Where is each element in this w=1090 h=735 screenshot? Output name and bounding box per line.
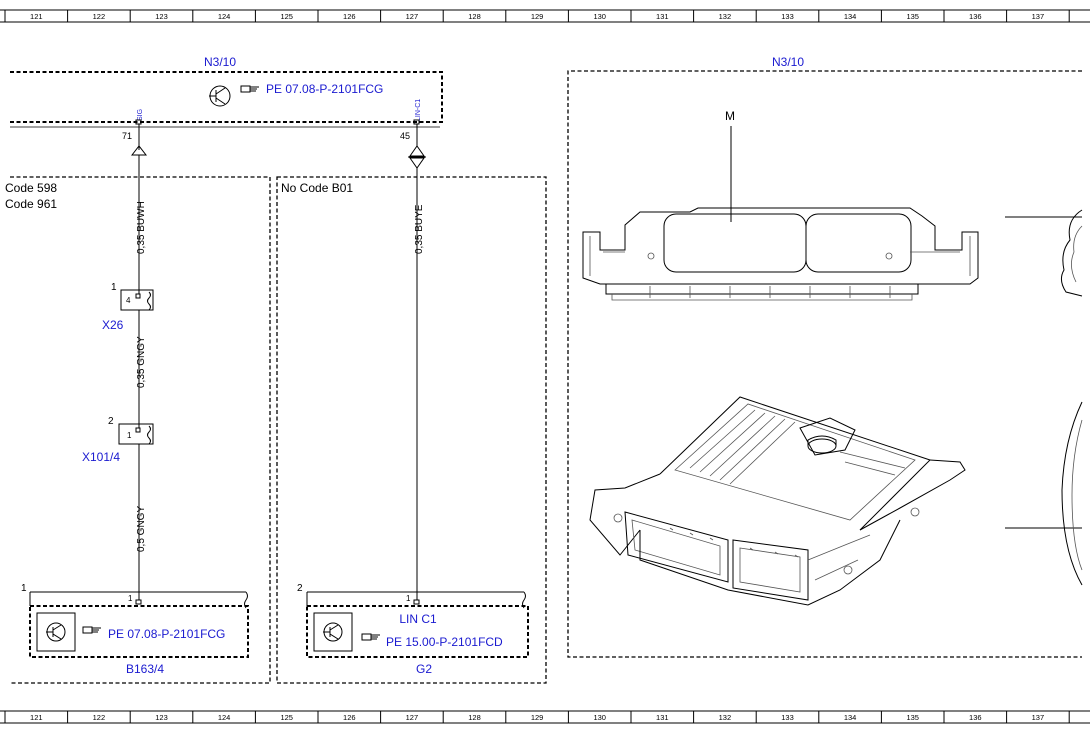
wire-label-gngy-1: 0,35 GNGY: [136, 336, 147, 388]
x26-position: 1: [111, 282, 117, 293]
grid-column-top: 125: [280, 12, 293, 21]
grid-column-bottom: 134: [844, 713, 857, 722]
b163-position: 1: [21, 583, 27, 594]
grid-column-bottom: 124: [218, 713, 231, 722]
unit-label-n3-10-left[interactable]: N3/10: [204, 55, 236, 69]
grid-column-bottom: 122: [93, 713, 106, 722]
n3-10-left-box: [10, 71, 443, 123]
reference-link-g2[interactable]: PE 15.00-P-2101FCD: [386, 635, 503, 649]
grid-column-top: 136: [969, 12, 982, 21]
pin-label-sig: SIG: [137, 109, 144, 121]
g2-frame-top: [306, 591, 524, 606]
grid-column-top: 133: [781, 12, 794, 21]
b163-symbol-frame: [36, 612, 76, 652]
reference-hand-icon: [361, 633, 380, 641]
x101-pin-number: 1: [127, 431, 132, 440]
grid-column-top: 122: [93, 12, 106, 21]
code-region-598-961: [10, 176, 271, 684]
grid-column-bottom: 129: [531, 713, 544, 722]
grid-column-bottom: 126: [343, 713, 356, 722]
code-region-no-b01: [276, 176, 547, 684]
grid-column-bottom: 130: [593, 713, 606, 722]
wire-label-buwh: 0,35 BUWH: [136, 201, 147, 254]
unit-label-b163-4[interactable]: B163/4: [126, 662, 164, 676]
pin-number-71: 71: [122, 131, 132, 141]
grid-column-top: 132: [719, 12, 732, 21]
grid-column-bottom: 132: [719, 713, 732, 722]
grid-column-bottom: 133: [781, 713, 794, 722]
component-label-m: M: [725, 109, 735, 123]
grid-column-bottom: 137: [1032, 713, 1045, 722]
g2-lin-c1-label: LIN C1: [399, 612, 437, 626]
connector-label-x26[interactable]: X26: [102, 318, 124, 332]
control-unit-iso-view: [589, 396, 966, 606]
transistor-symbol-icon: [46, 622, 66, 642]
grid-column-top: 126: [343, 12, 356, 21]
g2-pin-stub: [413, 599, 420, 605]
grid-column-bottom: 121: [30, 713, 43, 722]
grid-column-top: 134: [844, 12, 857, 21]
connector-label-x101-4[interactable]: X101/4: [82, 450, 120, 464]
transistor-symbol-icon: [209, 85, 231, 107]
bidirectional-signal-icon: [408, 124, 426, 169]
transistor-symbol-icon: [323, 622, 343, 642]
x101-connector-body: [118, 423, 154, 445]
grid-column-top: 129: [531, 12, 544, 21]
grid-column-bottom: 125: [280, 713, 293, 722]
g2-position: 2: [297, 583, 303, 594]
b163-pin-number: 1: [128, 594, 133, 603]
grid-column-bottom: 123: [155, 713, 168, 722]
reference-link-b163-4[interactable]: PE 07.08-P-2101FCG: [108, 627, 225, 641]
grid-column-top: 137: [1032, 12, 1045, 21]
grid-column-top: 127: [406, 12, 419, 21]
x101-position: 2: [108, 416, 114, 427]
x101-pin-socket: [135, 427, 141, 433]
code-961-label: Code 961: [5, 197, 57, 211]
grid-column-bottom: 135: [906, 713, 919, 722]
reference-link-top[interactable]: PE 07.08-P-2101FCG: [266, 82, 383, 96]
grid-ruler-top: 121 122 123 124 125 126 127 128 129 130 131 132 133 1…: [0, 9, 1090, 23]
x26-break-icon: [147, 291, 151, 311]
reference-hand-icon: [82, 626, 101, 634]
control-unit-top-view: [582, 207, 979, 301]
grid-column-top: 121: [30, 12, 43, 21]
grid-column-top: 128: [468, 12, 481, 21]
unit-label-g2[interactable]: G2: [416, 662, 432, 676]
grid-column-bottom: 128: [468, 713, 481, 722]
no-code-b01-label: No Code B01: [281, 181, 353, 195]
code-598-label: Code 598: [5, 181, 57, 195]
grid-column-bottom: 136: [969, 713, 982, 722]
wire-label-gngy-2: 0,5 GNGY: [136, 506, 147, 552]
x26-pin-socket: [135, 293, 141, 299]
grid-column-bottom: 127: [406, 713, 419, 722]
signal-direction-icon: [130, 124, 148, 156]
grid-column-top: 131: [656, 12, 669, 21]
grid-column-top: 130: [593, 12, 606, 21]
pin-label-lin-c1: LIN-C1: [415, 99, 422, 121]
g2-symbol-frame: [313, 612, 353, 652]
n3-10-right-box: [567, 70, 1082, 658]
unit-label-n3-10-right[interactable]: N3/10: [772, 55, 804, 69]
pin-number-45: 45: [400, 131, 410, 141]
grid-ruler-bottom: 121 122 123 124 125 126 127 128 129 130 131 132 133 1…: [0, 710, 1090, 724]
control-unit-side-view-partial: [1005, 209, 1083, 586]
x26-pin-number: 4: [126, 296, 131, 305]
b163-pin-stub: [135, 599, 142, 605]
g2-box: [306, 605, 529, 658]
g2-pin-number: 1: [406, 594, 411, 603]
wire-label-buye: 0,35 BUYE: [414, 204, 425, 254]
grid-column-top: 135: [906, 12, 919, 21]
b163-4-box: [29, 605, 249, 658]
grid-column-bottom: 131: [656, 713, 669, 722]
b163-frame-top: [29, 591, 246, 606]
grid-column-top: 124: [218, 12, 231, 21]
x26-connector-body: [120, 289, 154, 311]
x101-break-icon: [147, 425, 151, 445]
reference-hand-icon: [240, 85, 259, 93]
grid-column-top: 123: [155, 12, 168, 21]
